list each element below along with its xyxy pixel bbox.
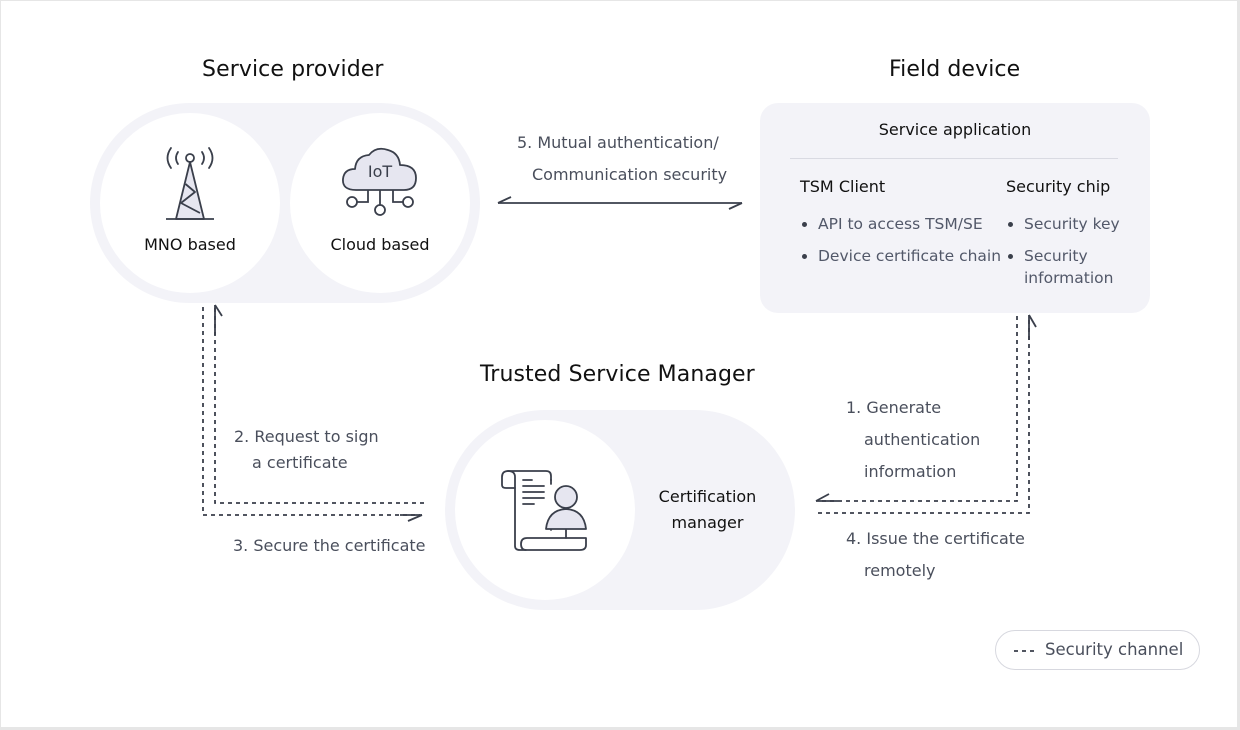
step3-label: 3. Secure the certificate — [233, 530, 426, 562]
step2-arrowhead — [214, 304, 223, 317]
step2-label: 2. Request to sign a certificate — [234, 424, 379, 476]
list-item: API to access TSM/SE — [800, 213, 1001, 235]
list-item: Device certificate chain — [800, 245, 1001, 267]
mno-based-label: MNO based — [144, 235, 236, 254]
service-application-header: Service application — [878, 120, 1032, 139]
certification-manager-line-2: manager — [671, 513, 744, 532]
list-item-text-continued: information — [1024, 269, 1114, 287]
bullet-icon — [802, 254, 807, 259]
step1-line — [818, 316, 1018, 502]
tsm-title: Trusted Service Manager — [480, 362, 755, 387]
tsm-client-list: API to access TSM/SE Device certificate … — [800, 213, 1001, 277]
list-item: Security key — [1006, 213, 1120, 235]
step4-line-1: 4. Issue the certificate — [846, 529, 1025, 548]
certificate-person-icon — [501, 470, 587, 551]
step4-line — [818, 316, 1030, 514]
security-chip-list: Security key Security information — [1006, 213, 1120, 299]
step2-line-2: a certificate — [252, 453, 348, 472]
step5-arrowhead-left — [497, 196, 512, 204]
cloud-based-label: Cloud based — [330, 235, 430, 254]
step5-line-2: Communication security — [532, 165, 728, 184]
certification-manager-line-1: Certification — [658, 487, 757, 506]
legend: Security channel — [995, 630, 1200, 670]
step1-label: 1. Generate authentication information — [846, 392, 980, 488]
step1-line-1: 1. Generate — [846, 398, 942, 417]
tsm-client-title: TSM Client — [800, 177, 886, 196]
certification-manager-label: Certification manager — [635, 484, 780, 536]
step4-label: 4. Issue the certificate remotely — [846, 523, 1025, 587]
list-item-text: Security — [1024, 247, 1088, 265]
list-item: Security information — [1006, 245, 1120, 289]
bullet-icon — [802, 222, 807, 227]
field-device-divider — [790, 158, 1118, 159]
step3-line-1: 3. Secure the certificate — [233, 536, 426, 555]
iot-cloud-icon — [342, 147, 417, 216]
list-item-text: Device certificate chain — [818, 247, 1002, 265]
step5-line-1: 5. Mutual authentication/ — [517, 133, 719, 152]
security-chip-title: Security chip — [1006, 177, 1111, 196]
field-device-panel — [760, 103, 1150, 313]
step1-line-3: information — [864, 462, 957, 481]
step3-line — [202, 307, 420, 516]
list-item-text: API to access TSM/SE — [818, 215, 983, 233]
step5-label: 5. Mutual authentication/ Communication … — [517, 127, 727, 191]
bullet-icon — [1008, 254, 1013, 259]
service-provider-title: Service provider — [202, 57, 384, 82]
iot-icon-text: IoT — [367, 162, 393, 181]
dashed-line-legend-icon — [1014, 650, 1036, 652]
list-item-text: Security key — [1024, 215, 1120, 233]
field-device-title: Field device — [889, 57, 1021, 82]
bullet-icon — [1008, 222, 1013, 227]
step3-arrowhead — [407, 514, 423, 522]
step4-arrowhead — [1028, 314, 1037, 328]
step5-arrowhead-right — [728, 202, 743, 210]
tsm-icon-circle — [455, 420, 635, 600]
step1-line-2: authentication — [864, 430, 981, 449]
step1-arrowhead — [815, 493, 830, 502]
step2-line — [214, 307, 424, 504]
step2-line-1: 2. Request to sign — [234, 427, 379, 446]
cell-tower-icon — [166, 147, 214, 220]
step4-line-2: remotely — [864, 561, 936, 580]
legend-label: Security channel — [1045, 640, 1184, 659]
